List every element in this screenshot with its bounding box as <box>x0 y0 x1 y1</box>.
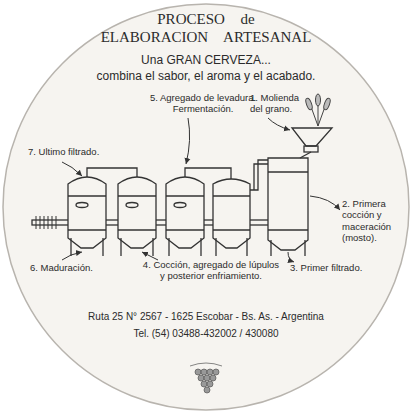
coaster-edge <box>3 4 409 410</box>
grape-logo <box>190 363 222 393</box>
callout-label: 7. Ultimo filtrado. <box>28 146 120 157</box>
subtitle: Una GRAN CERVEZA... <box>56 53 356 67</box>
callout-label: 1. Molienda del grano. <box>250 92 308 115</box>
callout-label: 6. Maduración. <box>30 262 120 273</box>
subtitle: combina el sabor, el aroma y el acabado. <box>56 69 356 83</box>
phone: Tel. (54) 03488-432002 / 430080 <box>56 328 356 340</box>
wheat-icon <box>305 94 332 126</box>
callout-label: 3. Primer filtrado. <box>290 262 382 273</box>
callout-label: 2. Primera cocción y maceración (mosto). <box>342 198 402 244</box>
title: PROCESO de ELABORACION ARTESANAL <box>98 10 314 46</box>
callout-label: 4. Cocción, agregado de lúpulos y poster… <box>140 259 282 282</box>
address: Ruta 25 N° 2567 - 1625 Escobar - Bs. As.… <box>56 311 356 323</box>
callout-label: 5. Agregado de levadura. Fermentación. <box>143 92 263 115</box>
leader-arrows <box>62 118 340 262</box>
